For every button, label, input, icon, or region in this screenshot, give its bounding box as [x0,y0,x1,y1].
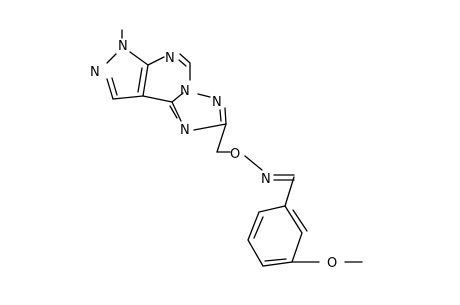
bond-c9b-c3a [142,95,173,103]
benzene-double-1 [292,209,308,232]
bond-n1-n2 [106,53,117,64]
bond-ch-ring [284,176,295,207]
bond-n5-n1t [197,93,211,98]
bond-c3-c3a [112,95,144,100]
atom-label-n-triazole-1: N [180,84,190,99]
bond-n1t-c2t [224,107,227,125]
bond-c3a-c7a-double [137,67,143,93]
bond-n7-c6-double [178,59,187,67]
atom-label-n-methyl: N [118,39,128,54]
atom-label-n-oxime: N [261,172,271,187]
bond-c2t-ch2 [216,123,227,153]
bond-o-n [244,155,263,171]
bond-n5-c9b [171,92,184,103]
benzene-double-3 [253,216,264,239]
bond-n7-c6 [179,53,191,64]
bond-c7a-n7 [147,56,165,66]
atom-label-o-ether: O [230,147,240,162]
bond-c7a-n1 [129,51,149,66]
bond-n2-c3-double [111,77,118,96]
atom-label-n-pyrazole: N [90,65,100,80]
bond-c3a-c7a [142,64,149,97]
bond-c2t-n3t [193,123,227,131]
bond-n3t-c9b-double [169,105,178,119]
benzene-double-2 [264,258,287,262]
atom-label-n-pyrimidine: N [165,51,175,66]
bond-n3t-c9b [171,101,182,122]
bond-n2-c3 [106,78,114,100]
atom-label-o-methoxy: O [327,256,337,271]
bond-n1t-c2t-double [219,109,222,122]
atom-label-n-triazole-2: N [212,95,222,110]
atom-label-n-triazole-3: N [180,123,190,138]
benzene-ring [247,205,303,267]
